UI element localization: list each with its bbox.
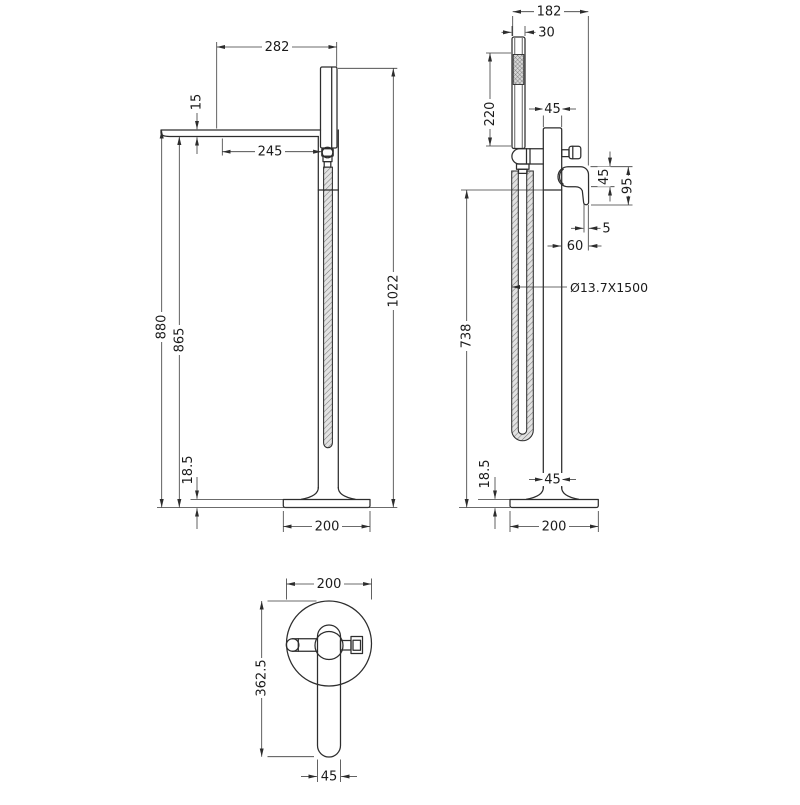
front-view: 282 15 245 1022 880 865 18.5 200 <box>155 40 402 535</box>
dim-side-handle-offset: 60 <box>565 239 585 254</box>
front-base <box>282 486 371 509</box>
svg-text:45: 45 <box>544 473 561 488</box>
front-tap-outline <box>160 66 371 509</box>
side-handset-spray-face <box>512 54 525 85</box>
dim-plan-spout-projection: 362.5 <box>255 658 270 698</box>
dim-side-handle-depth: 95 <box>621 175 636 196</box>
dim-side-handle-height: 45 <box>597 166 612 187</box>
svg-text:18.5: 18.5 <box>181 456 196 485</box>
svg-text:245: 245 <box>258 145 283 160</box>
svg-text:880: 880 <box>155 315 170 340</box>
svg-text:182: 182 <box>537 5 562 20</box>
dim-front-overall-width: 282 <box>262 40 292 55</box>
plan-tap-outline <box>285 600 373 758</box>
plan-dimensions: 200 362.5 45 <box>255 577 372 785</box>
svg-text:1022: 1022 <box>386 274 401 307</box>
dim-plan-spout-width: 45 <box>319 770 339 785</box>
svg-text:865: 865 <box>172 328 187 353</box>
plan-spout <box>316 624 342 758</box>
dim-side-handle-clearance: 5 <box>600 221 613 236</box>
dim-front-spout-bottom-height: 865 <box>172 325 187 355</box>
dim-front-base-height: 18.5 <box>181 454 196 486</box>
dim-side-handset-length: 220 <box>483 99 498 129</box>
svg-text:60: 60 <box>567 239 584 254</box>
svg-text:362.5: 362.5 <box>255 659 270 696</box>
side-lever-handle <box>557 166 590 206</box>
svg-text:45: 45 <box>544 102 561 117</box>
side-shower-hose-loop <box>511 170 534 442</box>
side-base <box>509 486 599 509</box>
front-dimensions: 282 15 245 1022 880 865 18.5 200 <box>155 40 402 535</box>
svg-text:Ø13.7X1500: Ø13.7X1500 <box>570 280 648 295</box>
plan-valve-circle <box>314 630 344 661</box>
svg-text:45: 45 <box>321 770 338 785</box>
side-dimensions: 182 30 220 45 45 95 5 60 <box>459 5 648 535</box>
svg-text:738: 738 <box>460 324 475 349</box>
svg-text:200: 200 <box>317 577 342 592</box>
dim-front-spout-top-height: 880 <box>155 312 170 342</box>
plan-handset-holder <box>339 635 364 655</box>
side-handset <box>511 36 526 150</box>
svg-text:45: 45 <box>597 168 612 185</box>
svg-text:18.5: 18.5 <box>478 460 493 489</box>
dim-front-spout-reach: 245 <box>255 145 285 160</box>
plan-lever-handle <box>285 638 319 652</box>
dim-side-handset-width: 30 <box>535 25 558 40</box>
dim-side-base-width: 200 <box>539 520 569 535</box>
dim-front-spout-thickness: 15 <box>190 91 205 113</box>
side-diverter-knob <box>561 145 582 160</box>
svg-text:5: 5 <box>602 221 610 236</box>
front-column <box>317 129 339 489</box>
svg-text:282: 282 <box>265 40 290 55</box>
svg-text:220: 220 <box>483 102 498 127</box>
dim-plan-base-diameter: 200 <box>314 577 344 592</box>
front-handset <box>319 66 338 149</box>
dim-side-hose-spec: Ø13.7X1500 <box>568 280 648 295</box>
svg-text:30: 30 <box>538 25 555 40</box>
side-column <box>542 127 563 489</box>
dim-side-riser-height: 738 <box>460 321 475 351</box>
dim-front-overall-height: 1022 <box>386 272 401 310</box>
dim-side-column-width: 45 <box>542 102 563 117</box>
dim-side-base-height: 18.5 <box>478 458 493 490</box>
side-view: 182 30 220 45 45 95 5 60 <box>459 5 648 535</box>
front-shower-hose <box>323 166 333 449</box>
front-spout <box>160 129 322 138</box>
dim-side-overall-depth: 182 <box>534 5 564 20</box>
svg-text:200: 200 <box>315 520 340 535</box>
dim-front-base-width: 200 <box>312 520 342 535</box>
side-tap-outline <box>509 36 599 509</box>
side-handset-holder <box>511 148 544 175</box>
svg-text:95: 95 <box>621 178 636 195</box>
svg-text:200: 200 <box>542 520 567 535</box>
svg-text:15: 15 <box>190 94 205 111</box>
dim-side-column-width-bottom: 45 <box>542 473 563 488</box>
plan-view: 200 362.5 45 <box>255 577 373 785</box>
front-hose-connector <box>321 146 334 168</box>
